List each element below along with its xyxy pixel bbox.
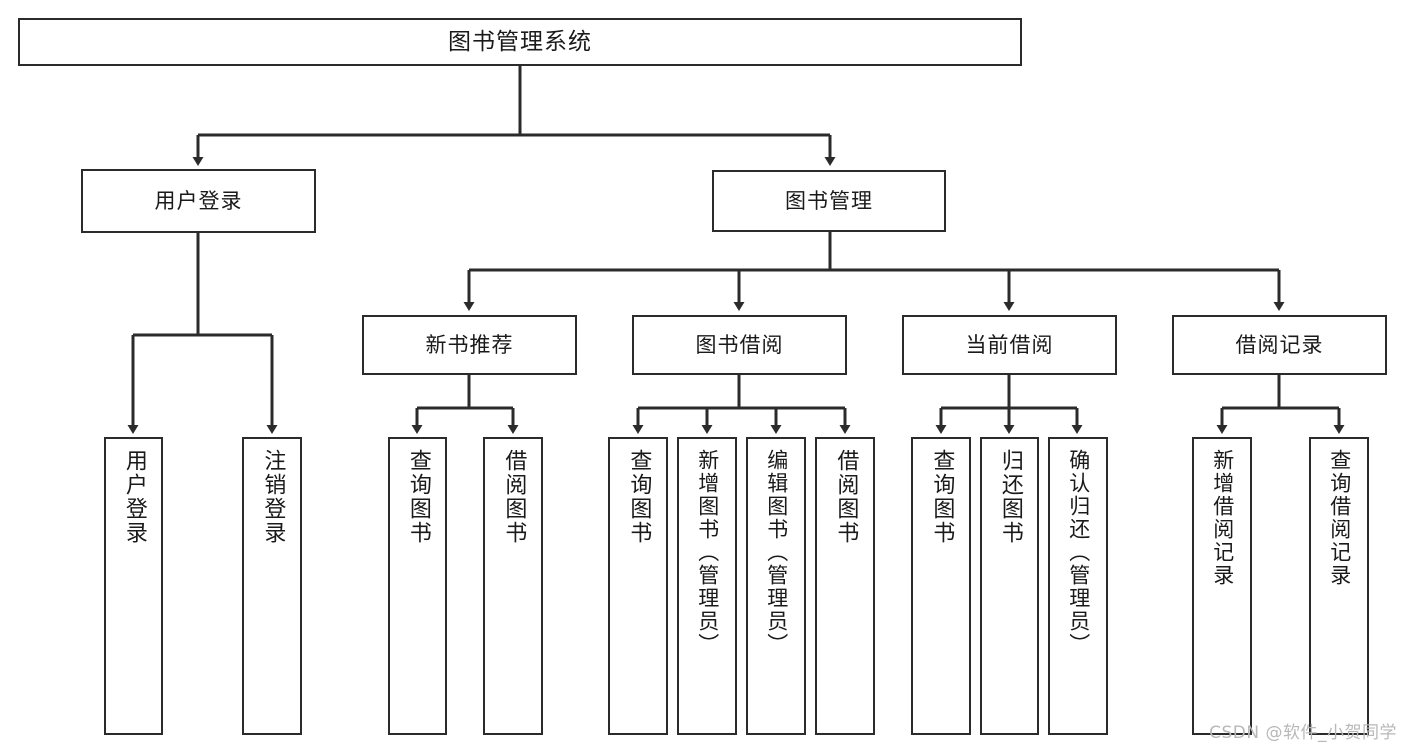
node-label: 借阅图书 (501, 449, 527, 545)
leaf-recommend-query-book[interactable]: 查询图书 (388, 437, 447, 735)
node-current-borrow[interactable]: 当前借阅 (902, 315, 1117, 375)
node-root-system[interactable]: 图书管理系统 (18, 18, 1022, 66)
node-new-book-recommend[interactable]: 新书推荐 (362, 315, 577, 375)
node-user-login[interactable]: 用户登录 (81, 169, 316, 233)
node-borrow-record[interactable]: 借阅记录 (1172, 315, 1387, 375)
node-label: 查询图书 (626, 449, 652, 545)
node-label: 注销登录 (260, 449, 286, 545)
leaf-user-login-logout[interactable]: 注销登录 (242, 437, 302, 735)
leaf-current-query-book[interactable]: 查询图书 (911, 437, 971, 735)
node-label: 新增借阅记录 (1210, 449, 1235, 587)
node-label: 归还图书 (997, 449, 1023, 545)
node-label: 用户登录 (154, 188, 243, 213)
leaf-current-return-book[interactable]: 归还图书 (980, 437, 1039, 735)
csdn-watermark: CSDN @软件_小贺同学 (1209, 723, 1397, 743)
node-label: 用户登录 (121, 449, 147, 545)
node-label: 查询借阅记录 (1327, 449, 1352, 587)
node-label: 借阅图书 (833, 449, 859, 545)
leaf-borrow-query-book[interactable]: 查询图书 (608, 437, 668, 735)
leaf-recommend-borrow-book[interactable]: 借阅图书 (483, 437, 543, 735)
node-label: 编辑图书（管理员） (764, 449, 789, 656)
leaf-user-login-login[interactable]: 用户登录 (104, 437, 163, 735)
node-label: 图书管理系统 (448, 28, 592, 55)
leaf-record-add-borrow-record[interactable]: 新增借阅记录 (1192, 437, 1252, 735)
node-book-management[interactable]: 图书管理 (712, 170, 946, 232)
node-label: 新增图书（管理员） (695, 449, 720, 656)
node-label: 新书推荐 (425, 332, 514, 357)
leaf-borrow-borrow-book[interactable]: 借阅图书 (815, 437, 875, 735)
node-label: 查询图书 (929, 449, 955, 545)
leaf-borrow-add-book-admin[interactable]: 新增图书（管理员） (677, 437, 737, 735)
node-label: 确认归还（管理员） (1066, 449, 1091, 656)
node-label: 查询图书 (405, 449, 431, 545)
node-label: 图书管理 (785, 188, 873, 213)
node-label: 借阅记录 (1235, 332, 1324, 357)
leaf-current-confirm-return-admin[interactable]: 确认归还（管理员） (1048, 437, 1108, 735)
node-book-borrow[interactable]: 图书借阅 (632, 315, 847, 375)
node-label: 当前借阅 (965, 332, 1054, 357)
leaf-borrow-edit-book-admin[interactable]: 编辑图书（管理员） (746, 437, 806, 735)
leaf-record-query-borrow-record[interactable]: 查询借阅记录 (1309, 437, 1369, 735)
node-label: 图书借阅 (695, 332, 784, 357)
